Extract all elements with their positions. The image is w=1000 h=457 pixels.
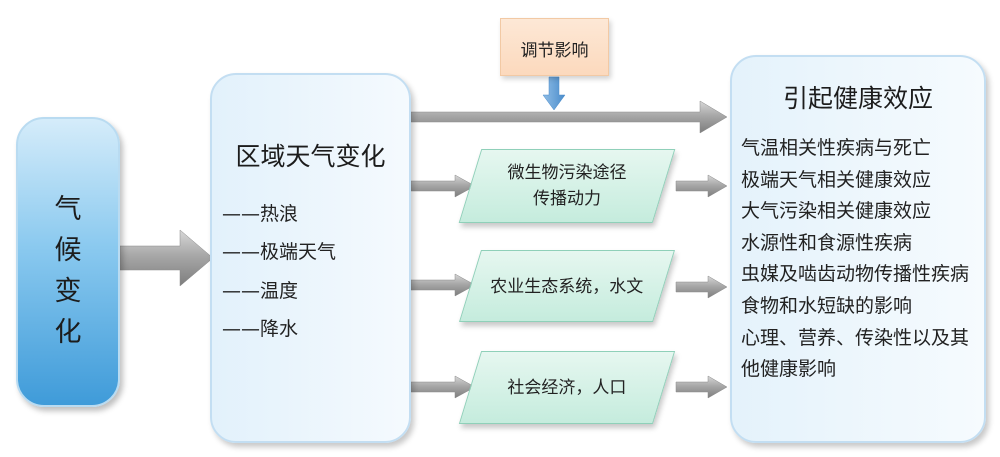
health-effect-item: 虫媒及啮齿动物传播性疾病 [741,263,970,286]
health-effect-item: 心理、营养、传染性以及其 [741,326,970,349]
arrow-pathway-3-to-health [675,375,728,399]
health-effect-item: 气温相关性疾病与死亡 [741,137,932,159]
pathway-agro-ecosystem-text: 农业生态系统，水文 [490,277,644,297]
arrow-region-to-health [410,100,728,134]
region-item-precipitation: ——降水 [222,318,299,340]
arrow-pathway-2-to-health [675,275,728,299]
regulation-label: 调节影响 [520,41,589,61]
health-effect-item: 食物和水短缺的影响 [741,294,913,317]
health-effect-item: 他健康影响 [741,358,837,381]
regulation-box: 调节影响 [500,18,609,76]
pathway-microbial-line-2: 传播动力 [533,189,601,209]
arrow-region-to-pathway-1 [410,174,476,198]
arrow-region-to-pathway-2 [410,273,476,297]
pathway-microbial: 微生物污染途径 传播动力 [458,149,676,223]
region-item-temperature: ——温度 [222,280,299,302]
region-item-extreme-weather: ——极端天气 [222,241,337,263]
arrow-regulation-down [542,76,566,111]
region-item-heatwave: ——热浪 [222,203,299,225]
pathway-microbial-line-1: 微生物污染途径 [507,163,627,183]
health-effect-item: 极端天气相关健康效应 [741,168,932,191]
pathway-agro-ecosystem: 农业生态系统，水文 [458,250,676,322]
health-effects-list: 气温相关性疾病与死亡 极端天气相关健康效应 大气污染相关健康效应 水源性和食源性… [741,133,977,386]
pathway-socioeconomic: 社会经济，人口 [458,351,676,424]
regional-weather-box: 区域天气变化 ——热浪 ——极端天气 ——温度 ——降水 [210,73,411,443]
arrow-region-to-pathway-3 [410,375,476,399]
pathway-socioeconomic-text: 社会经济，人口 [507,378,627,398]
health-effect-item: 水源性和食源性疾病 [741,231,913,254]
regional-weather-title: 区域天气变化 [235,142,386,171]
health-effect-item: 大气污染相关健康效应 [741,200,932,223]
pathway-microbial-text: 微生物污染途径 传播动力 [471,160,663,212]
climate-change-title: 气候变化 [54,194,82,348]
arrow-climate-to-region [119,229,214,287]
health-effects-box: 引起健康效应 气温相关性疾病与死亡 极端天气相关健康效应 大气污染相关健康效应 … [730,55,986,443]
arrow-pathway-1-to-health [675,174,728,198]
climate-change-box: 气候变化 [16,117,120,407]
health-effects-title: 引起健康效应 [782,84,933,113]
